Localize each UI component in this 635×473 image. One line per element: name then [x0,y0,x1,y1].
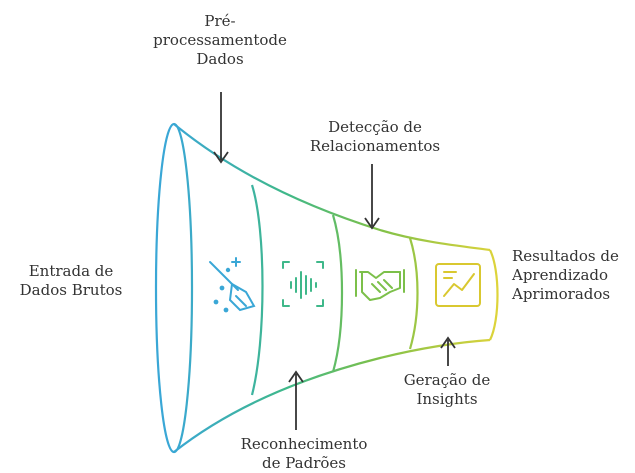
handshake-icon [355,269,405,301]
annotation-arrows [213,92,456,430]
label-line: Geração de [403,371,491,389]
label-line: Dados Brutos [19,281,123,299]
sound-wave-icon [282,261,324,307]
label-line: processamentode [153,31,287,49]
label-patterns: Reconhecimento de Padrões [224,435,384,473]
label-line: Reconhecimento [240,435,368,453]
label-line: Relacionamentos [309,137,441,155]
funnel-mouth [154,122,194,454]
label-preprocessing: Pré- processamentode Dados [140,12,300,69]
label-line: Aprendizado [512,266,609,284]
label-line: Detecção de [328,118,422,136]
arrow-relationships [364,164,380,230]
label-results: Resultados de Aprendizado Aprimorados [512,247,632,304]
segment-divider-3 [408,237,419,350]
label-line: Entrada de [28,262,114,280]
funnel-shape [154,122,499,454]
segment-divider-1 [250,184,264,396]
label-line: Aprimorados [512,285,611,303]
label-line: Insights [416,390,478,408]
arrow-insights [440,336,456,366]
funnel-outlet [489,249,499,341]
label-insights: Geração de Insights [382,371,512,409]
segment-divider-2 [331,214,344,373]
broom-sparkle-icon [209,257,256,313]
label-input-data: Entrada de Dados Brutos [6,262,136,300]
label-line: Pré- [204,12,236,30]
label-relationships: Detecção de Relacionamentos [290,118,460,156]
label-line: de Padrões [262,454,346,472]
arrow-patterns [288,370,304,430]
label-line: Resultados de [512,247,619,265]
label-line: Dados [196,50,244,68]
arrow-preprocessing [213,92,229,164]
trend-chart-icon [435,263,481,307]
